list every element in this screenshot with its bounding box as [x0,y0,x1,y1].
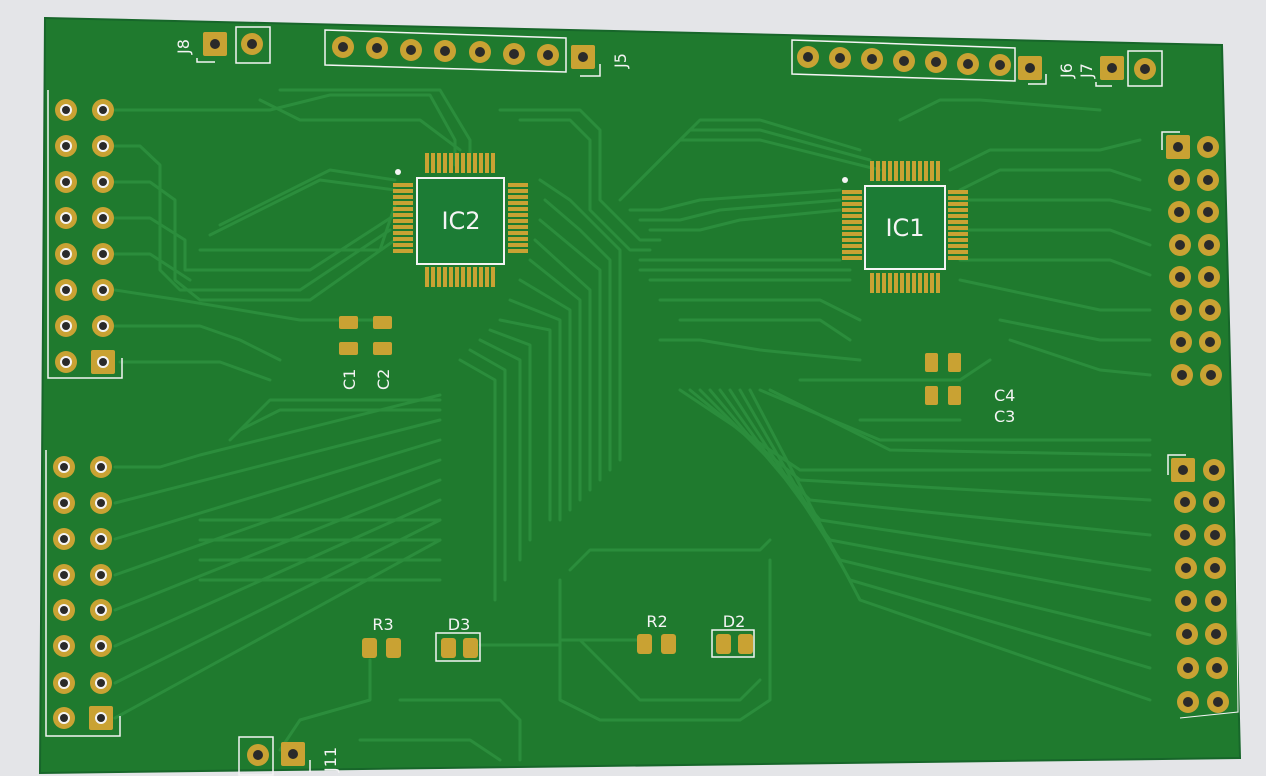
capacitor-c3: C3 [925,386,1015,426]
resistor-r3: R3 [362,615,401,658]
connector-right-bottom [1167,454,1239,719]
connector-j11: J11 [238,736,340,776]
label-d2: D2 [723,612,746,631]
label-r2: R2 [646,612,667,631]
label-j8: J8 [174,39,193,55]
ic-ic1: IC1 [842,161,968,293]
label-j11: J11 [321,747,340,773]
label-c3: C3 [994,407,1015,426]
capacitor-c1: C1 [339,316,359,390]
connector-left-bottom [45,450,121,737]
connector-left-top [47,90,123,379]
connector-j8: J8 [174,26,271,64]
diode-d3: D3 [435,615,481,662]
connector-j6: J6 [791,39,1076,85]
copper-traces [113,88,1152,762]
ic-ic2: IC2 [393,153,528,287]
capacitor-c4: C4 [925,353,1015,405]
resistor-r2: R2 [637,612,676,654]
diode-d2: D2 [711,612,755,658]
label-d3: D3 [448,615,471,634]
label-ic1: IC1 [885,214,924,242]
label-c4: C4 [994,386,1015,405]
label-c1: C1 [340,369,359,390]
connector-j7: J7 [1077,50,1163,87]
label-r3: R3 [372,615,393,634]
label-j6: J6 [1057,63,1076,79]
label-j7: J7 [1077,63,1096,79]
connector-j5: J5 [324,29,630,77]
label-c2: C2 [374,369,393,390]
capacitor-c2: C2 [373,316,393,390]
label-j5: J5 [611,53,630,69]
connector-right-top [1161,131,1222,386]
label-ic2: IC2 [441,207,480,235]
